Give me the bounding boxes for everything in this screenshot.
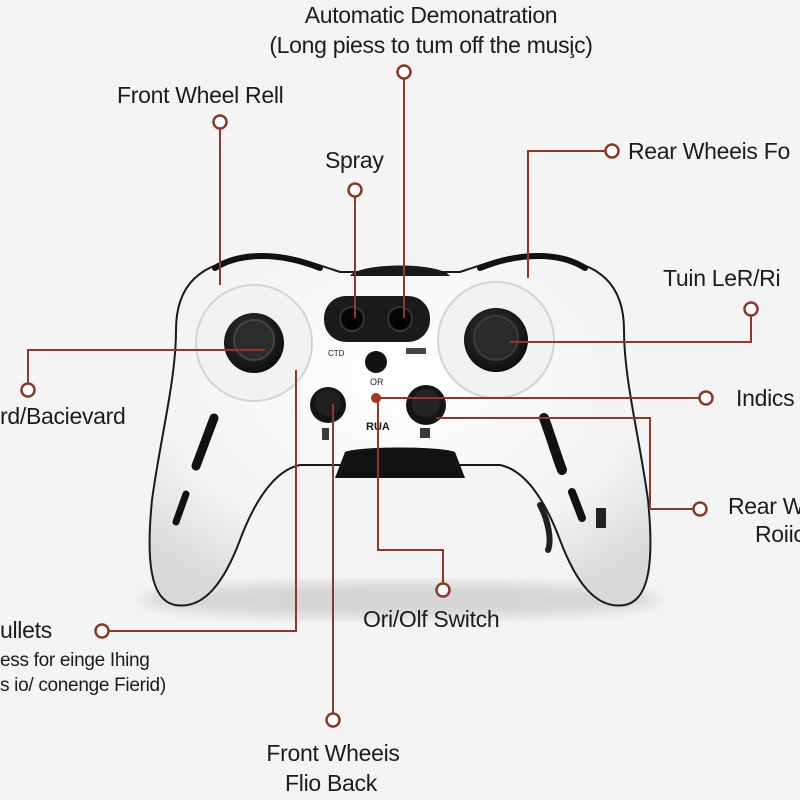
center-button-panel	[324, 296, 430, 342]
center-tag-text: OR	[370, 377, 384, 387]
indicator-light	[371, 393, 381, 403]
label-onoff: Ori/Olf Switch	[363, 606, 500, 632]
label-indicator: Indics	[736, 385, 795, 411]
label-forward-backward: rd/Bacievard	[0, 403, 126, 429]
label-bullets: ullets	[0, 617, 52, 643]
marker-spray	[347, 182, 363, 198]
label-rear-roll-line1: Rear W	[728, 493, 800, 519]
marker-indicator	[698, 390, 714, 406]
marker-auto-demo	[396, 64, 412, 80]
demo-button[interactable]	[387, 306, 413, 332]
right-tag-mark	[406, 348, 426, 354]
label-front-back-line1: Front Wheeis	[266, 740, 400, 766]
label-auto-demo-line2: (Long piess to tum off the musi̧c)	[269, 32, 593, 58]
marker-rear-wheels	[604, 143, 620, 159]
label-turn: Tuin LeR/Ri	[663, 265, 781, 291]
lower-right-button[interactable]	[406, 385, 446, 425]
left-lower-grip-shadow	[537, 502, 553, 553]
right-thumbstick[interactable]	[437, 281, 555, 399]
right-grip-slot-1	[539, 413, 567, 475]
left-tag-text: CTD	[328, 349, 345, 358]
label-front-wheel-roll: Front Wheel Rell	[117, 82, 284, 108]
top-rim	[212, 253, 323, 271]
leader-forward-backward	[27, 349, 265, 390]
leader-turn	[510, 309, 752, 343]
marker-front-wheel-roll	[212, 114, 228, 130]
lower-left-button[interactable]	[310, 387, 346, 423]
mini-mark-right	[420, 428, 430, 438]
left-grip-slot-1	[191, 413, 219, 471]
leader-markers	[20, 64, 759, 728]
marker-forward-backward	[20, 382, 36, 398]
mini-mark-left	[322, 428, 329, 440]
leader-bullets	[102, 370, 297, 632]
leader-rear-roll	[436, 417, 700, 510]
label-front-back-line2: Flio Back	[285, 770, 377, 796]
marker-onoff	[435, 582, 451, 598]
left-grip-slot-2	[172, 490, 190, 526]
label-auto-demo-line1: Automatic Demonatration	[304, 2, 558, 28]
marker-rear-roll	[692, 501, 708, 517]
top-center-bump	[350, 265, 450, 276]
leader-onoff	[377, 400, 444, 590]
label-bullets-note1: ess for einge Ihing	[0, 650, 150, 671]
leader-lines	[27, 72, 752, 720]
right-grip-mark	[596, 508, 606, 528]
marker-front-back	[325, 712, 341, 728]
marker-bullets	[94, 623, 110, 639]
right-grip-slot-2	[568, 488, 586, 522]
marker-turn	[743, 301, 759, 317]
center-vent	[335, 447, 465, 478]
label-rear-roll-line2: Roiic	[755, 521, 800, 547]
label-rear-wheels: Rear Wheeis Fo	[628, 138, 790, 164]
left-thumbstick[interactable]	[195, 284, 313, 402]
label-spray: Spray	[325, 147, 384, 173]
leader-rear-wheels	[527, 150, 612, 278]
center-small-button[interactable]	[365, 351, 387, 373]
spray-button[interactable]	[339, 306, 365, 332]
controller-shadow	[140, 582, 660, 618]
top-rim-right	[477, 253, 588, 271]
label-bullets-note2: s io/ conenge Fierid)	[0, 675, 166, 696]
